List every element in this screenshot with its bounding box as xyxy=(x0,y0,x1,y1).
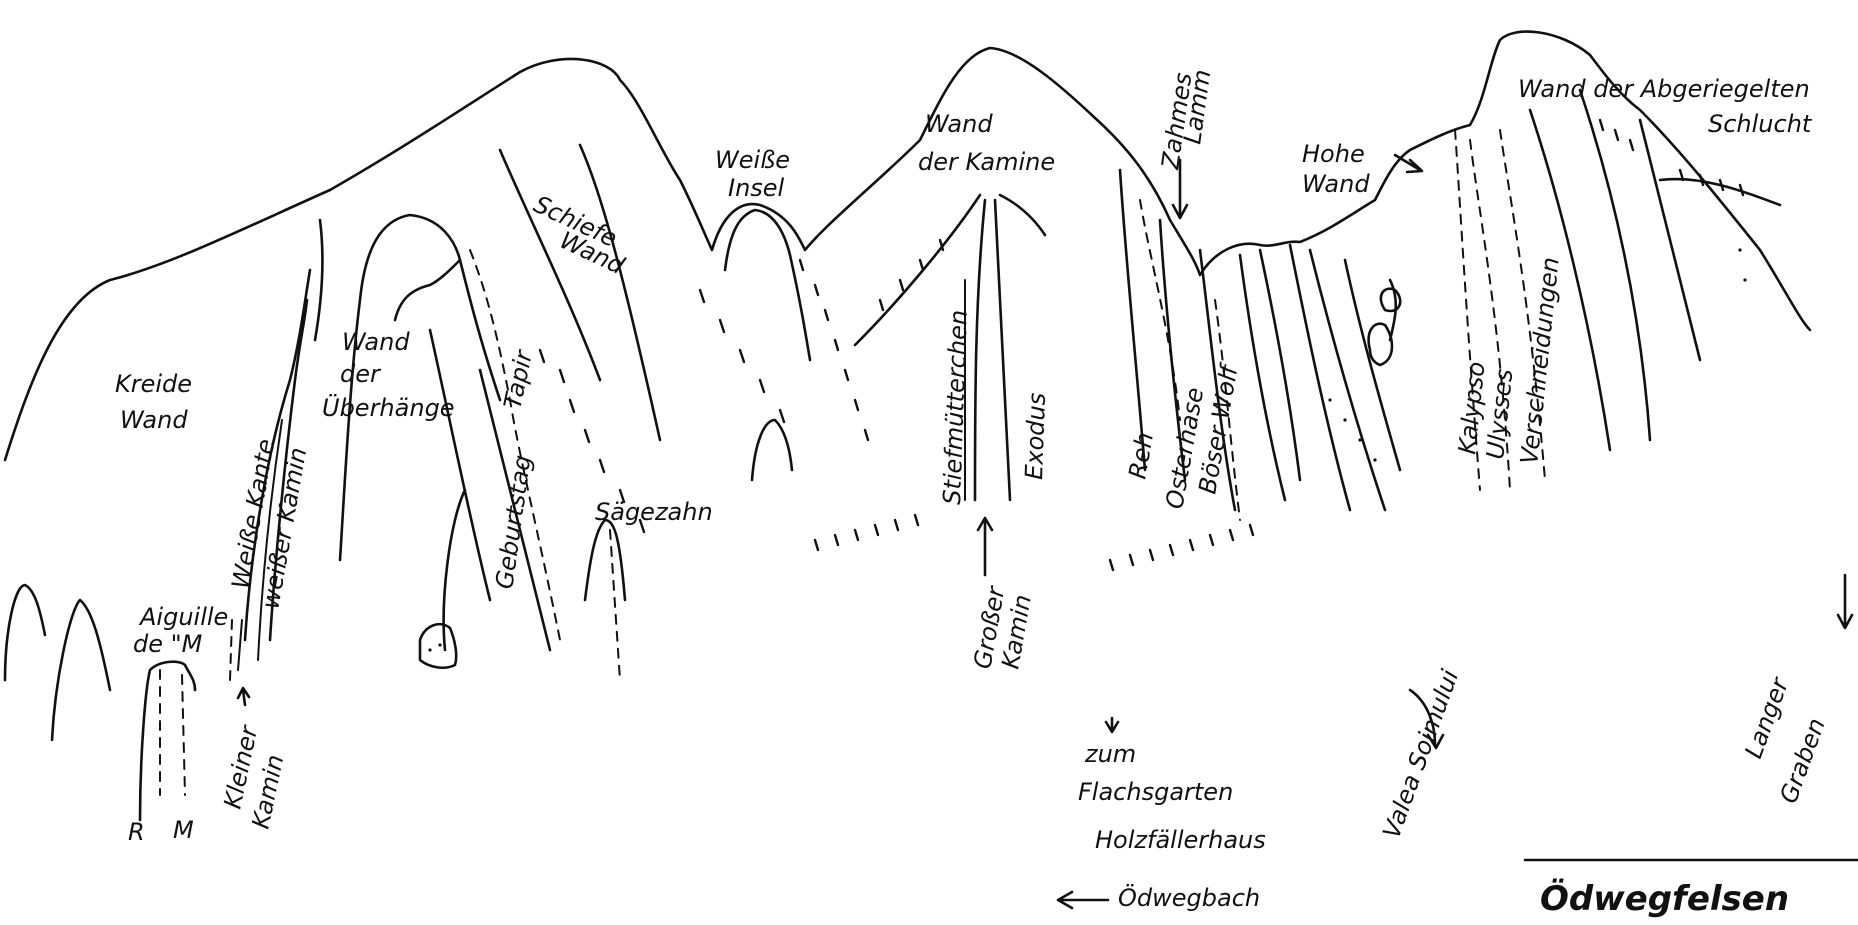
abgeriegelt-line-3 xyxy=(1638,118,1702,362)
kante-line-1 xyxy=(243,268,312,642)
boulder xyxy=(418,623,458,670)
insel-outline xyxy=(723,208,812,362)
label-aiguille: Aiguille xyxy=(138,603,228,631)
label-insel: Insel xyxy=(728,174,785,202)
tapir-line xyxy=(478,368,552,652)
scree-dots xyxy=(428,248,1747,652)
label-kreide: Kreide xyxy=(115,370,192,398)
rib-line xyxy=(313,218,324,342)
hohe-wand-arrow xyxy=(1393,153,1424,174)
rib-b xyxy=(1258,248,1302,482)
saegezahn-dash xyxy=(609,529,621,681)
label-kreide-wand: Wand xyxy=(120,406,188,434)
label-abgeriegelt-2: Schlucht xyxy=(1708,110,1813,138)
schiefe-line-1 xyxy=(498,148,602,382)
lamm-line xyxy=(1118,168,1147,472)
label-zum: zum xyxy=(1084,740,1136,768)
label-graben: Graben xyxy=(1774,714,1831,807)
oedwegbach-arrow xyxy=(1056,890,1110,910)
schlucht-rim xyxy=(1658,177,1782,207)
geburtstag-line-1 xyxy=(428,328,492,602)
abgeriegelt-line-2 xyxy=(1578,88,1652,442)
label-m: M xyxy=(173,816,194,844)
abgeriegelt-line-1 xyxy=(1528,108,1612,452)
lamm-arrow xyxy=(1171,158,1189,220)
label-kamine-1: Wand xyxy=(925,110,993,138)
rib-e xyxy=(1343,258,1402,472)
label-tapir: Tapir xyxy=(498,346,538,411)
vegetation-marks xyxy=(538,118,1745,572)
label-langer: Langer xyxy=(1739,672,1794,762)
rib-c xyxy=(1288,243,1352,512)
label-weisse: Weiße xyxy=(715,146,790,174)
wolf-dash xyxy=(1214,299,1241,521)
label-valea: Valea Soimului xyxy=(1377,666,1464,842)
kamine-right xyxy=(998,193,1047,237)
kamin-line xyxy=(237,619,243,671)
kante-dash xyxy=(229,619,233,681)
tapir-dash xyxy=(469,249,561,641)
rib-a xyxy=(1238,253,1287,502)
geburtstag-line-2 xyxy=(442,488,467,652)
aiguille-dash-2 xyxy=(181,674,186,796)
kleiner-kamin-arrow xyxy=(236,686,251,707)
verschneid-dash xyxy=(1499,129,1546,481)
ridge-outline xyxy=(3,30,1812,462)
title: Ödwegfelsen xyxy=(1540,878,1789,919)
label-ueberhaenge: Überhänge xyxy=(322,393,455,422)
label-r: R xyxy=(128,818,145,846)
wolf-line xyxy=(1198,248,1237,512)
langer-graben-arrow xyxy=(1836,573,1854,630)
label-oedwegbach: Ödwegbach xyxy=(1118,883,1260,912)
label-hohe: Hohe xyxy=(1302,140,1365,168)
label-kamine-2: der Kamine xyxy=(918,148,1055,176)
ueberhaenge-inner xyxy=(393,258,462,322)
label-aiguille-de: de "M xyxy=(133,630,203,658)
kante-line-2 xyxy=(268,298,309,642)
label-stiefmuetterchen: Stiefmütterchen xyxy=(938,309,973,505)
rib-d xyxy=(1308,248,1387,512)
ulysses-dash xyxy=(1469,139,1511,491)
flachsgarten-arrow xyxy=(1104,716,1120,734)
stiefmuetterchen-line xyxy=(973,198,987,502)
saegezahn-pillar xyxy=(583,518,627,602)
aiguille-pillar xyxy=(138,660,197,822)
grosser-kamin-arrow xyxy=(976,516,994,577)
ueberhaenge-arch xyxy=(338,213,502,562)
label-hohe-wand: Wand xyxy=(1302,170,1370,198)
label-holzfaellerhaus: Holzfällerhaus xyxy=(1095,826,1266,854)
label-wand-der-ueberhaenge-1: Wand xyxy=(342,328,410,356)
label-flachsgarten: Flachsgarten xyxy=(1078,778,1233,806)
kalypso-dash xyxy=(1454,129,1481,491)
pothole-upper xyxy=(1379,287,1402,313)
left-pinnacle-2 xyxy=(50,598,112,742)
valea-arrow xyxy=(1408,688,1445,750)
kante-line-3 xyxy=(257,419,283,661)
left-pinnacle-1 xyxy=(3,583,47,682)
label-wand-der-ueberhaenge-2: der xyxy=(340,360,382,388)
exodus-line xyxy=(993,198,1012,502)
schiefe-line-2 xyxy=(578,143,662,442)
label-verschneidungen: Verschneidungen xyxy=(1515,256,1565,466)
insel-lower xyxy=(750,418,794,482)
label-saegezahn: Sägezahn xyxy=(595,498,713,526)
label-exodus: Exodus xyxy=(1020,392,1051,480)
pothole-lower xyxy=(1367,322,1394,367)
label-abgeriegelt-1: Wand der Abgeriegelten xyxy=(1518,75,1810,103)
osterhase-dash xyxy=(1139,199,1181,421)
label-reh: Reh xyxy=(1123,430,1159,481)
